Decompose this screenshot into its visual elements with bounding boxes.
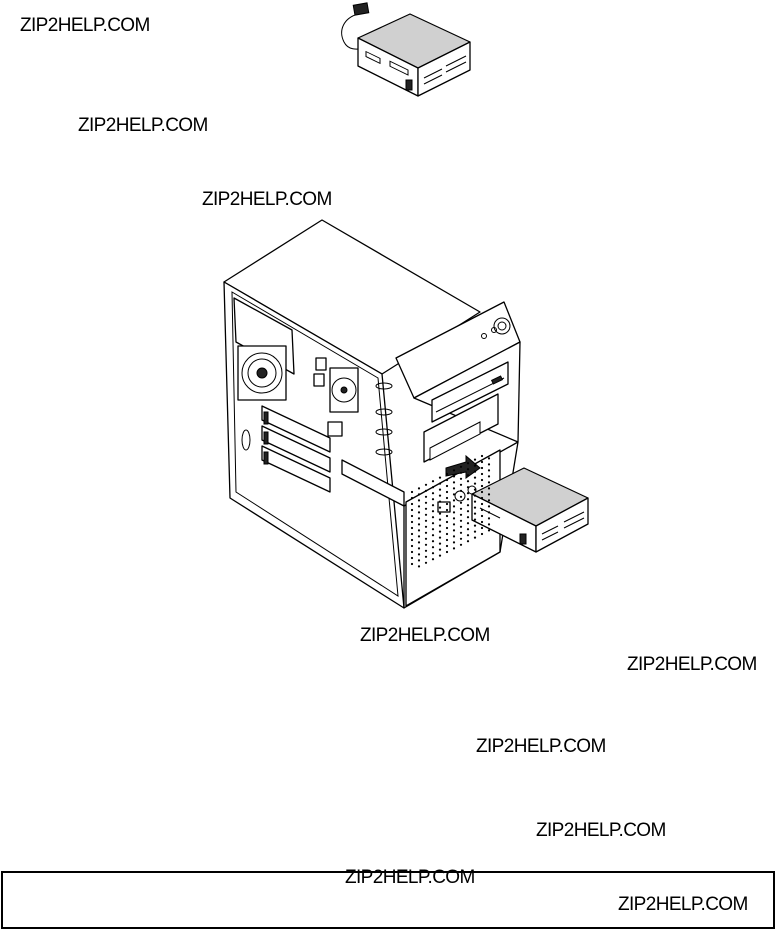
computer-chassis-illustration <box>223 219 589 609</box>
card-reader-illustration-top <box>341 2 471 97</box>
watermark-text: ZIP2HELP.COM <box>202 189 332 210</box>
note-box <box>1 871 775 929</box>
perforation-dots <box>410 454 491 568</box>
watermark-text: ZIP2HELP.COM <box>476 736 606 757</box>
watermark-text: ZIP2HELP.COM <box>618 894 748 915</box>
watermark-text: ZIP2HELP.COM <box>627 654 757 675</box>
watermark-text: ZIP2HELP.COM <box>345 867 475 888</box>
watermark-text: ZIP2HELP.COM <box>360 625 490 646</box>
watermark-text: ZIP2HELP.COM <box>78 115 208 136</box>
watermark-text: ZIP2HELP.COM <box>536 820 666 841</box>
watermark-text: ZIP2HELP.COM <box>20 15 150 36</box>
